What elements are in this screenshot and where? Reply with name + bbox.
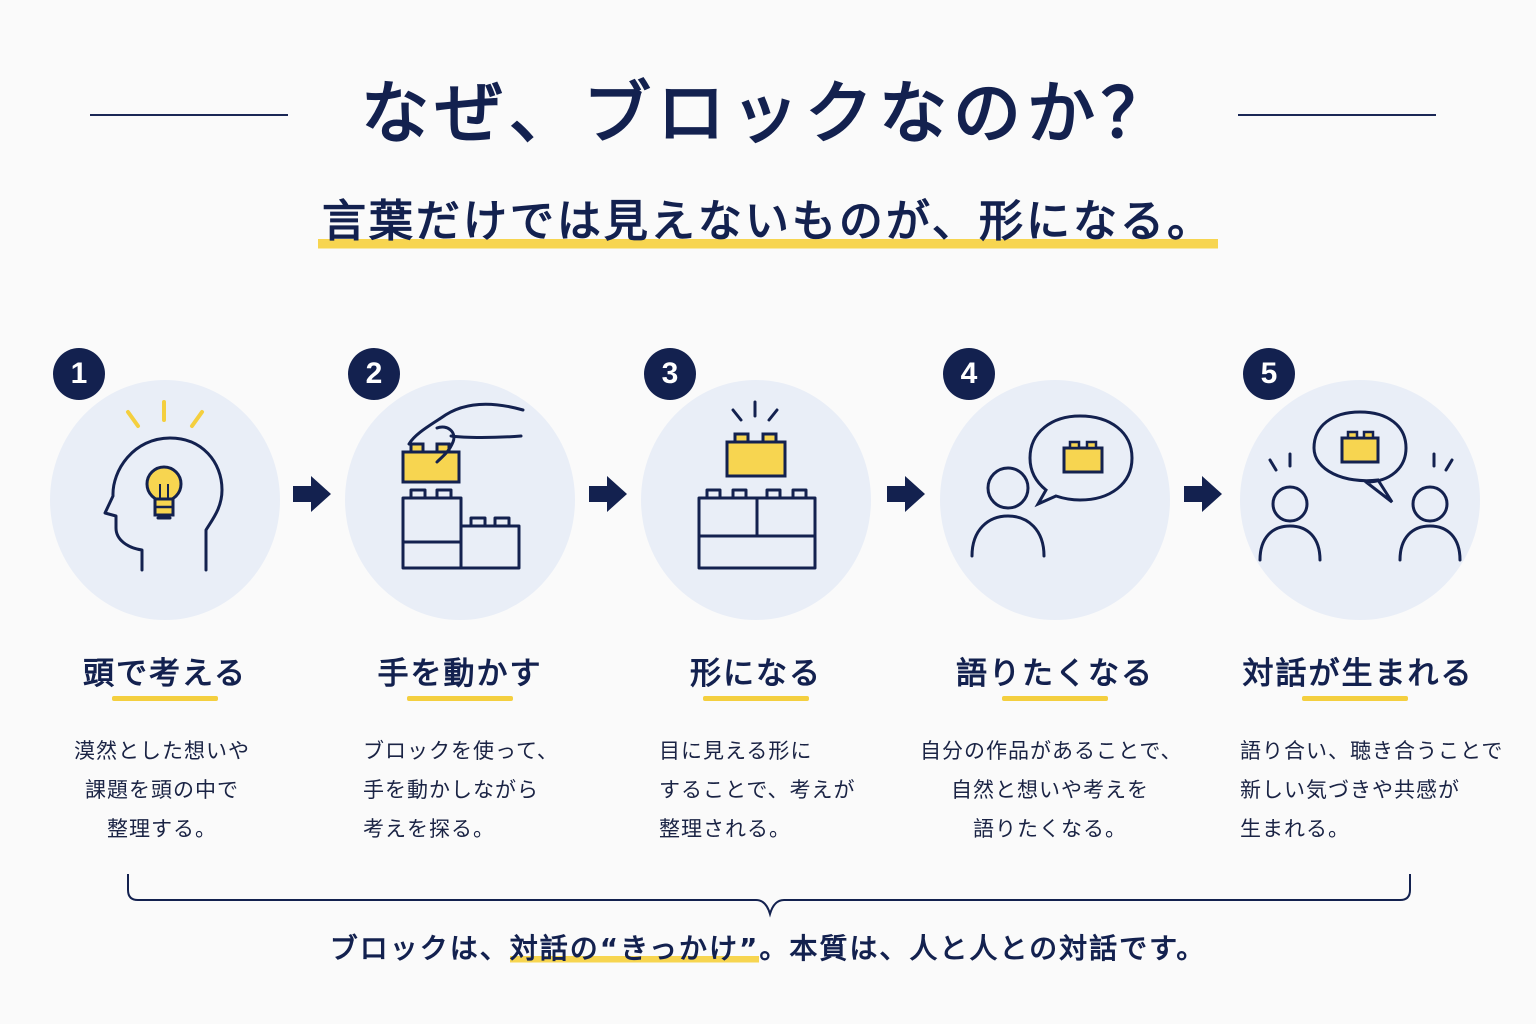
step-description: ブロックを使って、 手を動かしながら 考えを探る。 [363,732,559,849]
desc-line: 整理される。 [659,817,791,841]
step-heading: 形になる [690,656,822,692]
step-description: 語り合い、聴き合うことで 新しい気づきや共感が 生まれる。 [1240,732,1503,849]
grouping-brace [127,874,1411,918]
bottom-message-highlight: 対話の“きっかけ” [509,932,760,965]
subtitle: 言葉だけでは見えないものが、形になる。 [317,192,1219,252]
heading-underline [703,696,809,701]
bottom-message-post: 。本質は、人と人との対話です。 [759,932,1207,965]
step-number-badge: 3 [644,348,696,400]
step-5: 5 対話が生まれる 語り合い、聴き合うことで 新しい気づきや共感が 生まれる。 [1240,340,1503,860]
step-description: 漠然とした想いや 課題を頭の中で 整理する。 [72,732,252,849]
heading-underline [1302,696,1408,701]
desc-line: 自分の作品があることで、 [920,739,1183,763]
heading-underline [1002,696,1108,701]
desc-line: ブロックを使って、 [363,739,559,763]
step-number-badge: 5 [1243,348,1295,400]
subtitle-wrap: 言葉だけでは見えないものが、形になる。 [0,192,1536,252]
desc-line: 漠然とした想いや [74,739,250,763]
heading-underline [112,696,218,701]
step-3: 3 形になる 目に見える形に することで、考えが 整理される。 [641,340,901,860]
step-number-badge: 2 [348,348,400,400]
bottom-message-pre: ブロックは、 [329,932,510,965]
two-people-dialogue-icon [1258,410,1462,562]
desc-line: 自然と想いや考えを [951,778,1149,802]
step-heading: 対話が生まれる [1242,656,1474,692]
hand-stacking-blocks-icon [401,402,525,570]
title-rule-right [1238,114,1436,116]
desc-line: 目に見える形に [659,739,813,763]
person-speech-block-icon [970,414,1134,558]
heading-underline [407,696,513,701]
arrow-right-icon [589,476,627,512]
step-heading: 頭で考える [82,656,248,692]
desc-line: することで、考えが [659,778,856,802]
arrow-right-icon [887,476,925,512]
bottom-message: ブロックは、対話の“きっかけ”。本質は、人と人との対話です。 [0,924,1536,974]
step-1: 1 頭で考える 漠然とした想いや 課題を頭の中で 整理する。 [50,340,310,860]
step-number-badge: 1 [53,348,105,400]
step-heading: 手を動かす [377,656,543,692]
block-structure-icon [697,400,817,570]
step-description: 自分の作品があることで、 自然と想いや考えを 語りたくなる。 [920,732,1183,849]
arrow-right-icon [1184,476,1222,512]
page-title: なぜ、ブロックなのか？ [360,75,1175,154]
step-4: 4 語りたくなる 自分の作品があることで、 自然と想いや考えを 語りたくなる。 [920,340,1200,860]
title-row: なぜ、ブロックなのか？ [0,70,1536,160]
step-description: 目に見える形に することで、考えが 整理される。 [659,732,856,849]
step-heading: 語りたくなる [956,656,1154,692]
desc-line: 課題を頭の中で [85,778,239,802]
step-2: 2 手を動かす ブロックを使って、 手を動かしながら 考えを探る。 [345,340,605,860]
arrow-right-icon [293,476,331,512]
desc-line: 整理する。 [107,817,217,841]
step-number-badge: 4 [943,348,995,400]
step-circle [1240,380,1480,620]
desc-line: 考えを探る。 [363,817,495,841]
desc-line: 語りたくなる。 [973,817,1127,841]
desc-line: 手を動かしながら [363,778,539,802]
head-lightbulb-icon [103,400,224,572]
desc-line: 新しい気づきや共感が [1240,778,1460,802]
desc-line: 語り合い、聴き合うことで [1240,739,1504,763]
desc-line: 生まれる。 [1240,817,1350,841]
title-rule-left [90,114,288,116]
